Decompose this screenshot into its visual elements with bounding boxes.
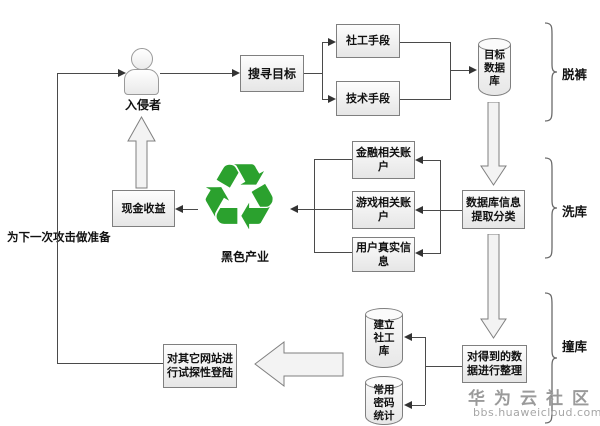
connector-line [400,99,450,100]
connector-line [411,405,425,406]
arrowhead [404,401,412,409]
node-finance-account-line1: 金融相关账 [356,146,411,159]
node-target-db: 目标数据库 [478,38,511,96]
node-cash-income-label: 现金收益 [121,201,166,215]
connector-line [440,160,441,254]
connector-line [314,159,352,160]
connector-line [322,42,329,43]
node-user-real-info: 用户真实信 息 [352,237,415,272]
node-search-target-label: 搜寻目标 [247,66,296,81]
connector-line [182,209,198,210]
connector-line [304,73,322,74]
connector-line [57,73,119,74]
node-organize-data-line1: 对得到的数 [467,350,522,363]
connector-line [322,99,329,100]
node-probe-login: 对其它网站进 行试探性登陆 [163,344,237,388]
node-db-extract-line1: 数据库信息 [466,195,521,209]
node-finance-account-line2: 户 [378,160,389,173]
connector-line [57,73,58,363]
arrowhead [118,69,126,77]
node-social-method-label: 社工手段 [346,34,390,47]
node-game-account-line1: 游戏相关账 [356,196,411,209]
arrowhead [404,333,412,341]
left-block-arrow [254,340,344,388]
node-social-method: 社工手段 [336,24,400,58]
intruder-label: 入侵者 [124,98,161,112]
connector-line [411,337,425,338]
down-block-arrow-1 [480,102,507,186]
person-body-icon [124,69,159,95]
node-cash-income: 现金收益 [112,190,175,227]
connector-line [450,70,469,71]
connector-line [57,363,163,364]
brace-xiku [544,157,558,259]
node-db-extract: 数据库信息 提取分类 [462,190,525,229]
arrowhead [415,249,423,257]
connector-line [322,42,323,100]
node-game-account-line2: 户 [378,210,389,223]
arrowhead [415,206,423,214]
connector-line [160,73,232,74]
connector-line [425,337,426,405]
arrowhead [415,156,423,164]
connector-line [314,252,352,253]
connector-line [314,159,315,253]
connector-line [422,253,440,254]
black-industry-label: 黑色产业 [220,250,269,264]
arrowhead [290,205,298,213]
connector-line [298,209,352,210]
stage-label-zhuangku: 撞库 [562,339,588,354]
node-tech-method-label: 技术手段 [346,91,390,105]
watermark-title: 华为云社区 [468,389,598,409]
stage-label-tuoku: 脱裤 [562,67,588,82]
node-password-stats-label: 常用密码统计 [373,384,395,422]
brace-zhuangku [544,292,558,424]
connector-line [425,366,462,367]
recycle-icon: ♻ [198,144,281,251]
connector-line [422,160,440,161]
up-block-arrow [127,116,156,189]
node-db-extract-line2: 提取分类 [471,209,516,223]
node-probe-login-line1: 对其它网站进 [167,352,233,365]
arrowhead [232,69,240,77]
node-finance-account: 金融相关账 户 [352,141,415,179]
person-icon [131,48,153,70]
side-note: 为下一次攻击做准备 [7,230,111,244]
connector-line [400,42,450,43]
arrowhead [328,38,336,46]
arrowhead [328,95,336,103]
connector-line [450,42,451,100]
node-search-target: 搜寻目标 [240,55,304,92]
node-user-real-info-line1: 用户真实信 [356,240,411,254]
connector-line [422,210,462,211]
node-game-account: 游戏相关账 户 [352,191,415,229]
arrowhead [469,66,477,74]
down-block-arrow-2 [480,234,507,339]
node-tech-method: 技术手段 [336,81,400,116]
arrowhead [175,205,183,213]
node-social-db: 建立社工库 [365,308,403,368]
watermark-site: bbs.huaweicloud.com [473,406,600,419]
node-probe-login-line2: 行试探性登陆 [167,366,233,379]
brace-tuoku [544,22,558,122]
node-organize-data-line2: 据进行整理 [467,364,522,377]
stage-label-xiku: 洗库 [562,204,588,219]
node-social-db-label: 建立社工库 [373,319,395,357]
node-user-real-info-line2: 息 [378,254,389,268]
node-target-db-label: 目标数据库 [484,49,505,87]
node-organize-data: 对得到的数 据进行整理 [462,345,527,383]
node-password-stats: 常用密码统计 [365,376,403,425]
